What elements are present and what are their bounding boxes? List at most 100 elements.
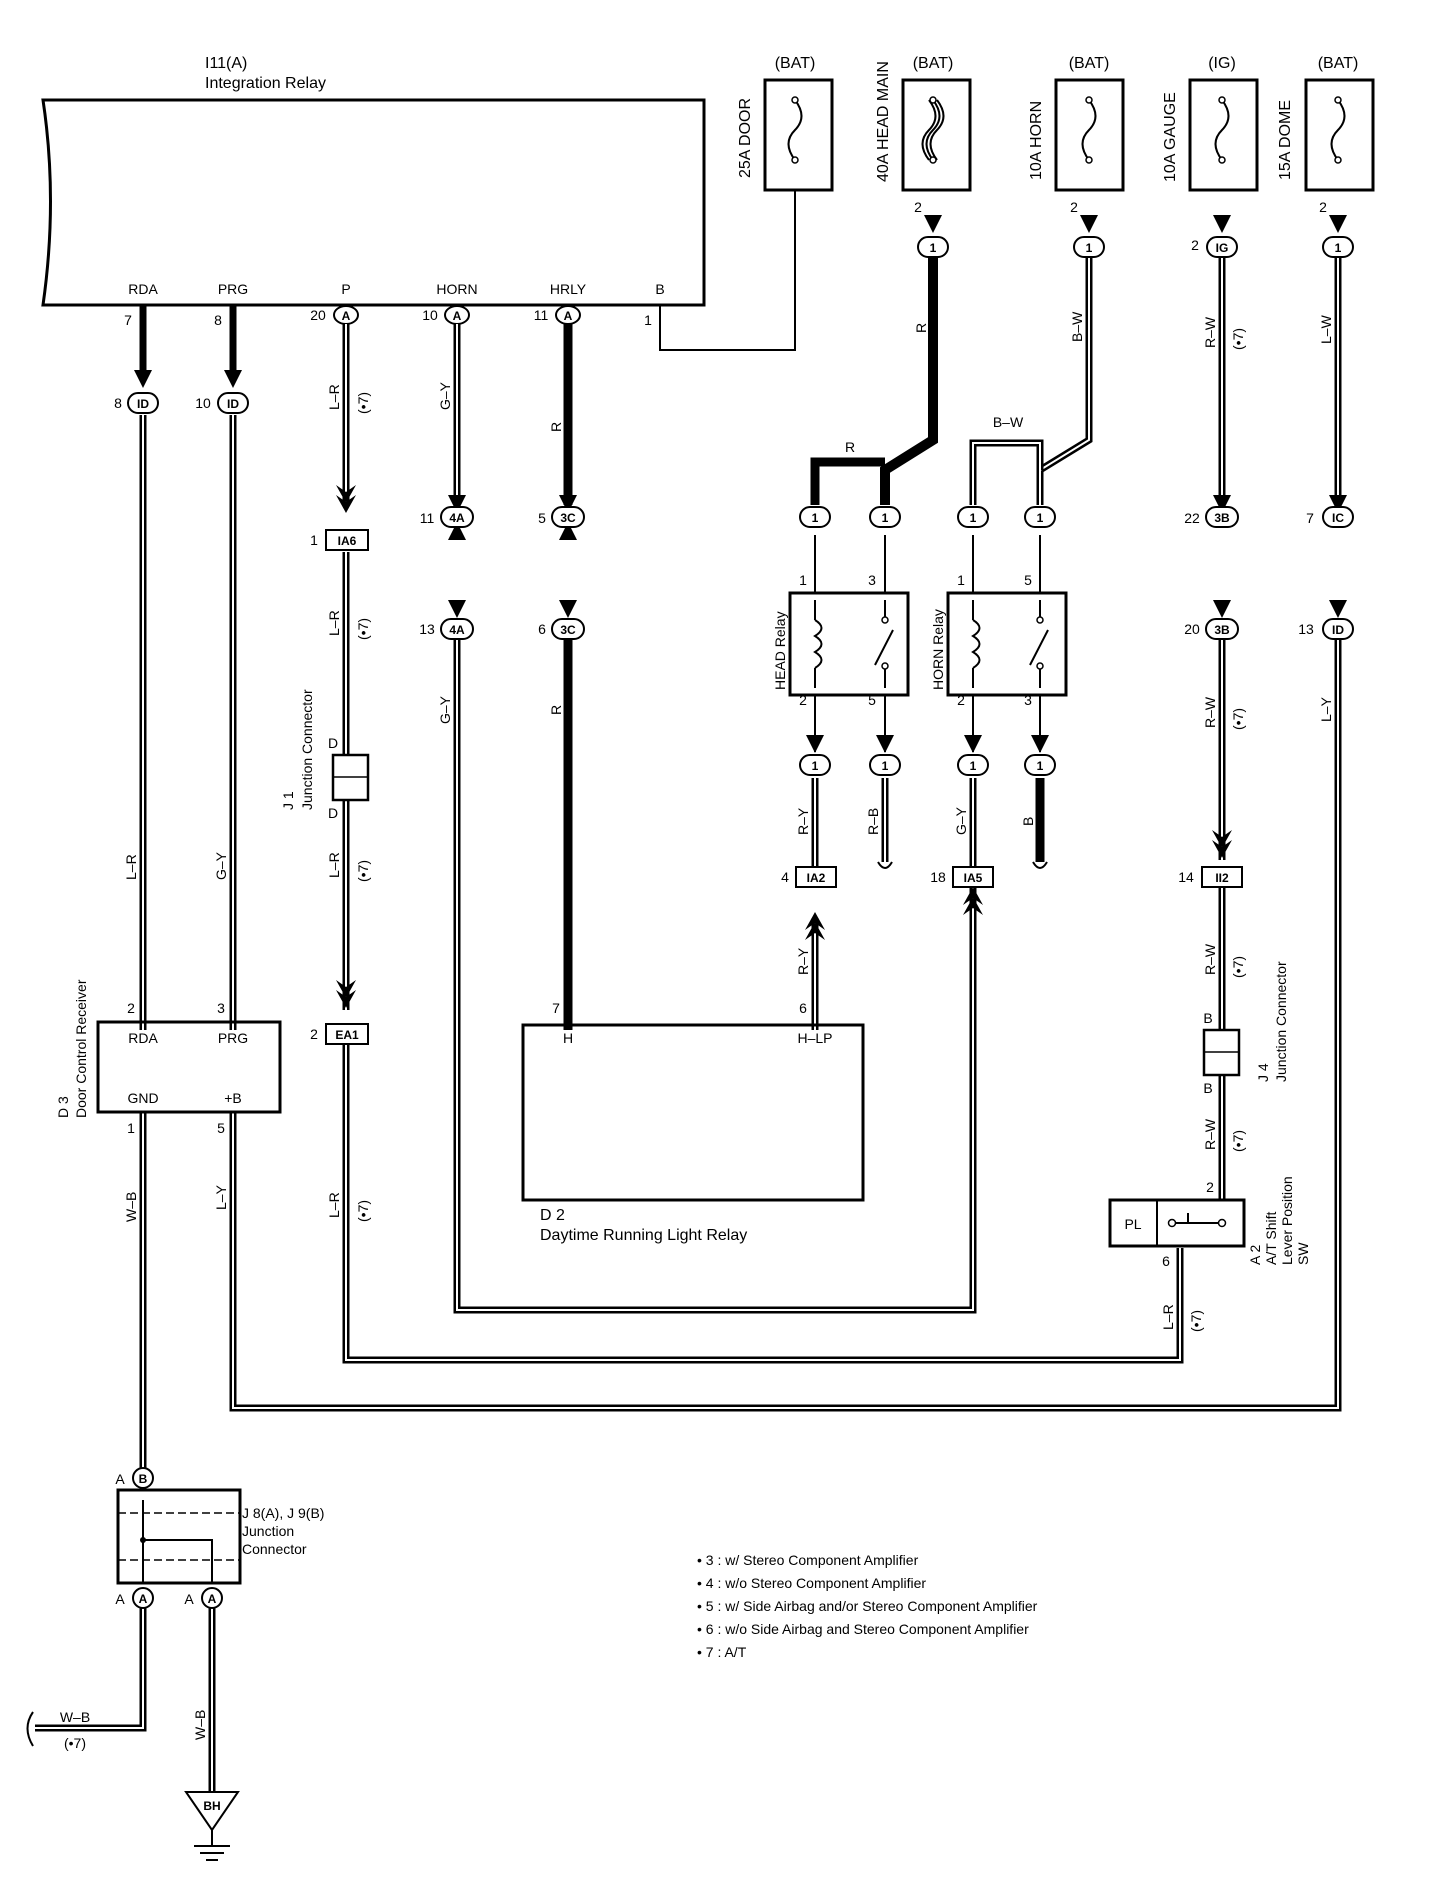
relay-pin-p: 20 [310,307,326,323]
connector-id10: 10 ID [195,392,249,414]
svg-text:A: A [453,309,462,323]
relay-terminal-horn: HORN [436,281,477,297]
j8j9-line2: Junction [242,1523,294,1539]
note-3: • 3 : w/ Stereo Component Amplifier [697,1552,919,1568]
wire-horn-bridge [969,439,1044,505]
fuse-door-label: 25A DOOR [737,98,754,178]
svg-text:B: B [1203,1010,1212,1026]
relay-terminal-hrly: HRLY [550,281,587,297]
svg-text:PL: PL [1124,1216,1141,1232]
svg-text:G–Y: G–Y [953,806,969,835]
connector-one-horn: 1 [1073,236,1105,258]
svg-text:13: 13 [419,621,435,637]
svg-text:3: 3 [1024,692,1032,708]
relay-pin-b: 1 [644,312,652,328]
svg-text:R–W: R–W [1202,696,1218,728]
svg-text:11: 11 [420,510,435,526]
svg-text:7: 7 [552,1000,560,1016]
fuse-door: (BAT) 25A DOOR [737,55,834,192]
svg-text:BH: BH [203,1799,220,1813]
j1-name: Junction Connector [299,689,315,810]
fuse-gauge: (IG) 10A GAUGE 2 [1162,55,1259,253]
svg-text:14: 14 [1178,869,1194,885]
a2-code: A 2 [1247,1245,1263,1265]
j8j9-label: J 8(A), J 9(B) [242,1505,324,1521]
svg-text:IG: IG [1216,241,1229,255]
svg-text:L–Y: L–Y [1318,696,1334,722]
svg-text:R: R [548,422,564,432]
svg-text:H–LP: H–LP [797,1030,832,1046]
svg-text:3B: 3B [1214,511,1230,525]
j4-name: Junction Connector [1273,961,1289,1082]
door-control-code: D 3 [55,1096,71,1118]
fuse-horn: (BAT) 10A HORN 2 [1028,55,1125,215]
svg-text:1: 1 [970,759,977,773]
svg-text:RDA: RDA [128,1030,158,1046]
wire-horn-lower [453,640,977,1314]
connector-ia6: 1 IA6 [310,529,369,551]
relay-pin-hrly: 11 [534,307,549,323]
j1-code: J 1 [280,791,296,810]
svg-text:G–Y: G–Y [213,851,229,880]
svg-text:A: A [115,1591,125,1607]
connector-4a-top: 11 4A [420,506,474,528]
svg-text:(BAT): (BAT) [1069,55,1110,72]
connector-ia5: 18 IA5 [930,866,994,888]
connector-one-dome: 1 [1322,236,1354,258]
svg-text:1: 1 [930,241,937,255]
svg-text:1: 1 [882,759,889,773]
relay-pin-rda: 7 [124,312,132,328]
svg-text:1: 1 [1037,759,1044,773]
svg-text:2: 2 [1206,1179,1214,1195]
wires [26,190,1342,1792]
wire-horn-fuse [1036,256,1093,505]
svg-text:8: 8 [114,395,122,411]
connector-4a-bot: 13 4A [419,618,474,640]
svg-text:R–Y: R–Y [795,947,811,975]
drl-relay-code: D 2 [540,1207,565,1224]
svg-text:2: 2 [957,692,965,708]
svg-text:II2: II2 [1215,871,1229,885]
relay-conn-hrly: A [555,305,581,325]
svg-text:2: 2 [1191,237,1199,253]
svg-text:W–B: W–B [192,1710,208,1740]
head-relay: HEAD Relay 1 3 2 5 [772,572,910,708]
wire-labels: L–R G–Y L–R (•7) L–R (•7) L–R (•7) L–R (… [60,311,1334,1751]
svg-text:IC: IC [1332,511,1344,525]
svg-text:2: 2 [914,199,922,215]
horn-relay: HORN Relay 1 5 2 3 [930,572,1068,708]
wire-head-bridge [810,457,885,505]
svg-text:B: B [1203,1080,1212,1096]
svg-text:4A: 4A [449,511,465,525]
svg-text:6: 6 [538,621,546,637]
drl-relay: H H–LP 7 6 D 2 Daytime Running Light Rel… [521,1000,865,1244]
svg-text:A: A [139,1592,148,1606]
svg-text:R–B: R–B [865,808,881,835]
svg-text:3C: 3C [560,511,576,525]
svg-text:1: 1 [1086,241,1093,255]
shift-lever-switch: PL 2 6 A 2 A/T Shift Lever Position SW [1108,1176,1311,1269]
svg-text:IA2: IA2 [807,871,826,885]
svg-text:B: B [1020,817,1036,826]
svg-text:R–W: R–W [1202,943,1218,975]
svg-text:R–Y: R–Y [795,807,811,835]
junction-j1: D D J 1 Junction Connector [280,689,370,821]
svg-text:1: 1 [127,1120,135,1136]
svg-text:L–Y: L–Y [213,1184,229,1210]
a2-line2: Lever Position [1279,1176,1295,1265]
relay-pin-horn: 10 [422,307,438,323]
connector-id13: 13 ID [1298,618,1354,640]
svg-text:3: 3 [217,1000,225,1016]
notes: • 3 : w/ Stereo Component Amplifier • 4 … [697,1552,1038,1660]
j8j9-line3: Connector [242,1541,307,1557]
connector-3b-top: 22 3B [1184,506,1239,528]
svg-text:PRG: PRG [218,1030,248,1046]
relay-terminal-rda: RDA [128,281,158,297]
svg-text:H: H [563,1030,573,1046]
connector-id8: 8 ID [114,392,159,414]
integration-relay-name: Integration Relay [205,75,326,92]
svg-text:G–Y: G–Y [437,695,453,724]
connector-3c-top: 5 3C [538,506,585,528]
svg-text:R: R [845,439,855,455]
